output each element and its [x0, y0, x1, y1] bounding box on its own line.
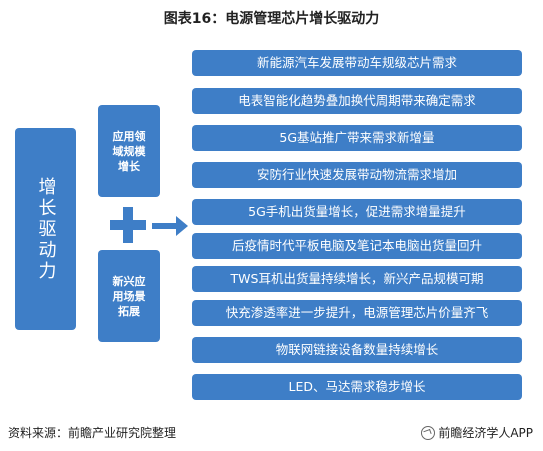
driver-item: 物联网链接设备数量持续增长 [192, 337, 522, 363]
sub-driver-box-new-scenarios: 新兴应用场景拓展 [98, 250, 160, 342]
chart-title: 图表16：电源管理芯片增长驱动力 [163, 11, 380, 27]
sub-driver-label: 应用领域规模增长 [112, 129, 146, 173]
driver-item: 快充渗透率进一步提升，电源管理芯片价量齐飞 [192, 300, 522, 326]
sub-driver-label: 新兴应用场景拓展 [112, 274, 146, 318]
source-note: 资料来源：前瞻产业研究院整理 [8, 426, 177, 440]
driver-item: LED、马达需求稳步增长 [192, 374, 522, 400]
driver-item: TWS耳机出货量持续增长，新兴产品规模可期 [192, 266, 522, 292]
brand-logo-icon [421, 425, 436, 440]
brand-label: 前瞻经济学人APP [438, 426, 533, 440]
driver-item: 新能源汽车发展带动车规级芯片需求 [192, 50, 522, 76]
sub-driver-box-application-growth: 应用领域规模增长 [98, 105, 160, 197]
plus-icon [110, 207, 146, 243]
main-driver-box: 增长驱动力 [15, 128, 76, 330]
brand-credit: 前瞻经济学人APP [421, 424, 533, 441]
driver-item: 5G手机出货量增长，促进需求增量提升 [192, 199, 522, 225]
driver-item: 安防行业快速发展带动物流需求增加 [192, 162, 522, 188]
arrow-right-icon [152, 216, 188, 236]
driver-item: 电表智能化趋势叠加换代周期带来确定需求 [192, 88, 522, 114]
driver-item: 后疫情时代平板电脑及笔记本电脑出货量回升 [192, 233, 522, 259]
driver-item: 5G基站推广带来需求新增量 [192, 125, 522, 151]
main-driver-label: 增长驱动力 [35, 176, 57, 282]
